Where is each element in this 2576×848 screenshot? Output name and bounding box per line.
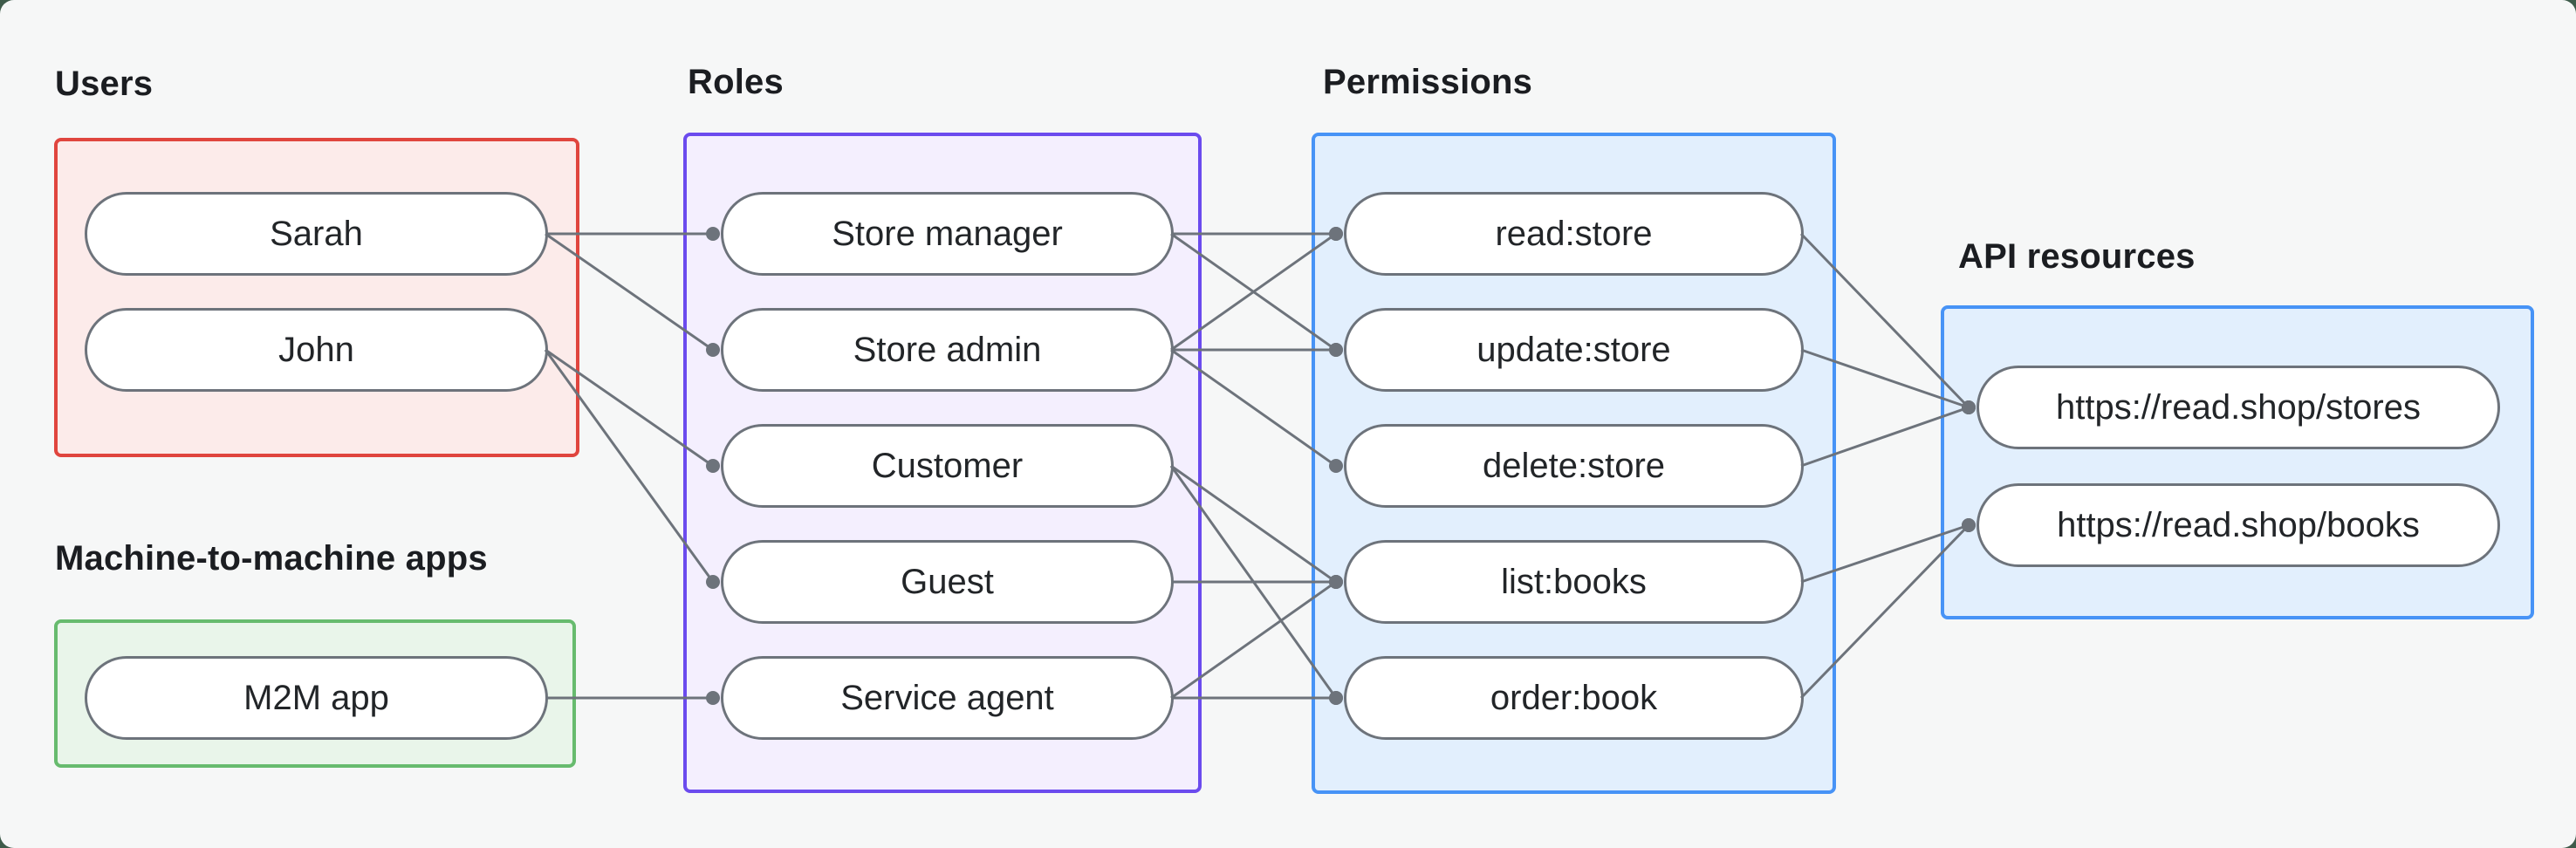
group-box-users bbox=[54, 138, 579, 457]
group-label-api: API resources bbox=[1958, 237, 2196, 276]
node-store-manager: Store manager bbox=[721, 192, 1174, 276]
node-service-agent: Service agent bbox=[721, 656, 1174, 740]
node-guest: Guest bbox=[721, 540, 1174, 624]
node-m2m-app: M2M app bbox=[85, 656, 548, 740]
node-john: John bbox=[85, 308, 548, 392]
group-label-m2m: Machine-to-machine apps bbox=[55, 539, 488, 578]
node-store-admin: Store admin bbox=[721, 308, 1174, 392]
group-box-api bbox=[1941, 305, 2534, 619]
node-sarah: Sarah bbox=[85, 192, 548, 276]
node-api-books: https://read.shop/books bbox=[1977, 483, 2500, 567]
node-order-book: order:book bbox=[1344, 656, 1804, 740]
group-label-roles: Roles bbox=[688, 63, 784, 101]
node-api-stores: https://read.shop/stores bbox=[1977, 366, 2500, 449]
node-read-store: read:store bbox=[1344, 192, 1804, 276]
node-list-books: list:books bbox=[1344, 540, 1804, 624]
group-label-users: Users bbox=[55, 65, 154, 103]
node-delete-store: delete:store bbox=[1344, 424, 1804, 508]
group-label-permissions: Permissions bbox=[1323, 63, 1533, 101]
node-update-store: update:store bbox=[1344, 308, 1804, 392]
node-customer: Customer bbox=[721, 424, 1174, 508]
